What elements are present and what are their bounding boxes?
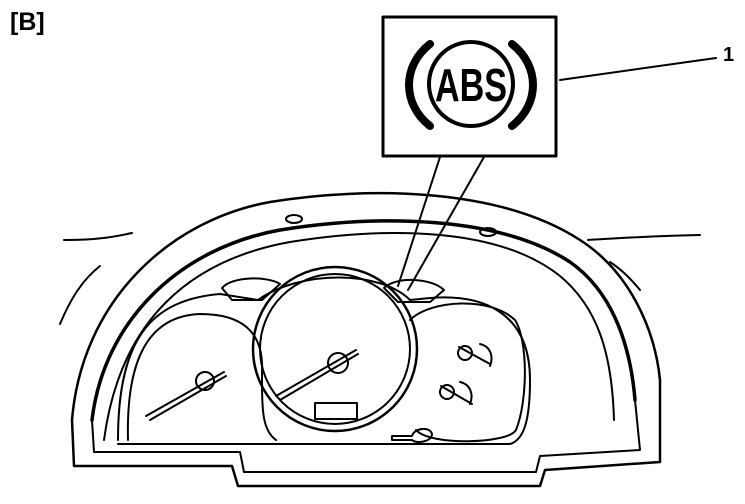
- fuel-gauge-needle: [440, 385, 473, 405]
- hood-second-arc: [103, 232, 615, 441]
- leader-line-left: [397, 156, 441, 287]
- callout-number: 1: [723, 44, 735, 66]
- trip-knob: [391, 428, 433, 443]
- temp-gauge-needle: [458, 346, 491, 365]
- dash-outline-left-lower: [59, 265, 101, 325]
- dash-outline-right: [587, 234, 701, 241]
- right-indicator-window: [383, 278, 445, 303]
- abs-indicator-circle: [427, 40, 515, 128]
- speedometer-outer-ring: [251, 265, 419, 433]
- gauge-surround: [117, 276, 531, 445]
- hood-outer-arc: [70, 191, 662, 422]
- left-indicator-window: [221, 277, 281, 301]
- left-gauge-needle-2: [149, 375, 227, 421]
- bezel-bottom: [70, 378, 662, 488]
- fuel-gauge-scale: [459, 381, 473, 405]
- left-gauge-needle: [145, 371, 225, 417]
- speedometer-face: [259, 273, 411, 425]
- bezel-inner-bottom: [91, 399, 641, 473]
- leader-line-right: [407, 156, 485, 291]
- right-gauge-face: [409, 302, 526, 443]
- left-gauge-hub: [195, 371, 215, 391]
- left-gauge-face: [126, 313, 277, 441]
- hood-hole-left: [285, 214, 303, 224]
- dash-outline-left: [63, 232, 133, 241]
- odometer-window: [314, 402, 358, 420]
- temp-gauge-scale: [479, 343, 493, 367]
- abs-indicator-left-bracket: [405, 40, 434, 130]
- callout-leader-line: [559, 57, 717, 81]
- panel-label: [B]: [10, 8, 45, 36]
- hood-inner-arc: [90, 219, 637, 422]
- speedometer-needle: [275, 349, 357, 397]
- dash-outline-right-lower: [609, 261, 641, 291]
- speedometer-needle-2: [279, 353, 359, 401]
- fuel-gauge-hub: [439, 384, 455, 400]
- abs-indicator-text: ABS: [435, 59, 507, 111]
- abs-indicator-right-bracket: [508, 40, 537, 130]
- speedometer-hub: [327, 352, 349, 374]
- hood-hole-right: [479, 227, 497, 237]
